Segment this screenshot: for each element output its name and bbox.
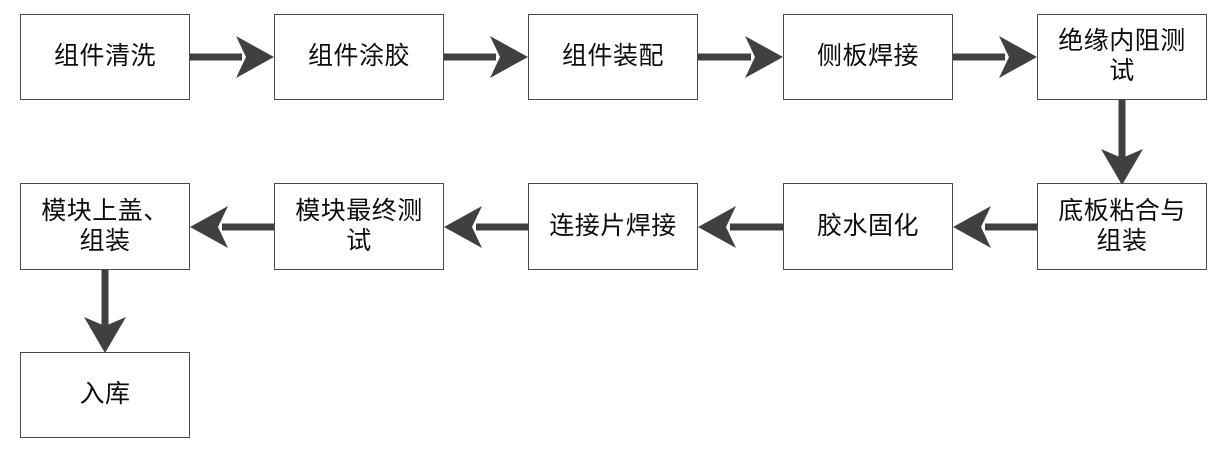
process-node-jiaoshui-guhua[interactable]: 胶水固化 bbox=[783, 183, 953, 270]
edge-n6-n7 bbox=[953, 206, 1037, 248]
process-node-ruku[interactable]: 入库 bbox=[20, 352, 190, 438]
process-node-ceban-hanjie[interactable]: 侧板焊接 bbox=[783, 14, 953, 100]
edge-n2-n3 bbox=[444, 36, 528, 78]
node-label: 组件装配 bbox=[561, 43, 664, 71]
node-label: 入库 bbox=[79, 381, 131, 409]
edge-n7-n8 bbox=[698, 206, 783, 248]
edge-n3-n4 bbox=[698, 36, 783, 78]
edge-n4-n5 bbox=[953, 36, 1037, 78]
process-node-zujian-zhuangpei[interactable]: 组件装配 bbox=[528, 14, 698, 100]
node-label: 胶水固化 bbox=[816, 212, 919, 240]
node-label: 组件涂胶 bbox=[307, 43, 410, 71]
process-node-mokuai-zuizhong-ceshi[interactable]: 模块最终测 试 bbox=[274, 183, 444, 270]
edge-n8-n9 bbox=[444, 206, 528, 248]
node-label: 侧板焊接 bbox=[816, 43, 919, 71]
node-label: 底板粘合与 组装 bbox=[1058, 197, 1186, 255]
process-node-diban-zhanhe-yu-zuzhuang[interactable]: 底板粘合与 组装 bbox=[1037, 183, 1207, 270]
process-node-mokuai-shanggai-zuzhuang[interactable]: 模块上盖、 组装 bbox=[20, 183, 190, 270]
node-label: 连接片焊接 bbox=[549, 212, 677, 240]
edge-n10-n11 bbox=[84, 270, 126, 353]
edge-n9-n10 bbox=[190, 206, 274, 248]
process-node-zujian-qingxi[interactable]: 组件清洗 bbox=[20, 14, 190, 100]
node-label: 组件清洗 bbox=[53, 43, 156, 71]
process-node-zujian-tujiao[interactable]: 组件涂胶 bbox=[274, 14, 444, 100]
edge-n5-n6 bbox=[1101, 100, 1143, 185]
process-node-jueyuan-neizu-ceshi[interactable]: 绝缘内阻测 试 bbox=[1037, 14, 1207, 100]
process-node-lianjiepian-hanjie[interactable]: 连接片焊接 bbox=[528, 183, 698, 270]
edge-n1-n2 bbox=[190, 36, 274, 78]
node-label: 绝缘内阻测 试 bbox=[1058, 28, 1186, 85]
node-label: 模块上盖、 组装 bbox=[41, 197, 169, 255]
node-label: 模块最终测 试 bbox=[295, 197, 423, 255]
